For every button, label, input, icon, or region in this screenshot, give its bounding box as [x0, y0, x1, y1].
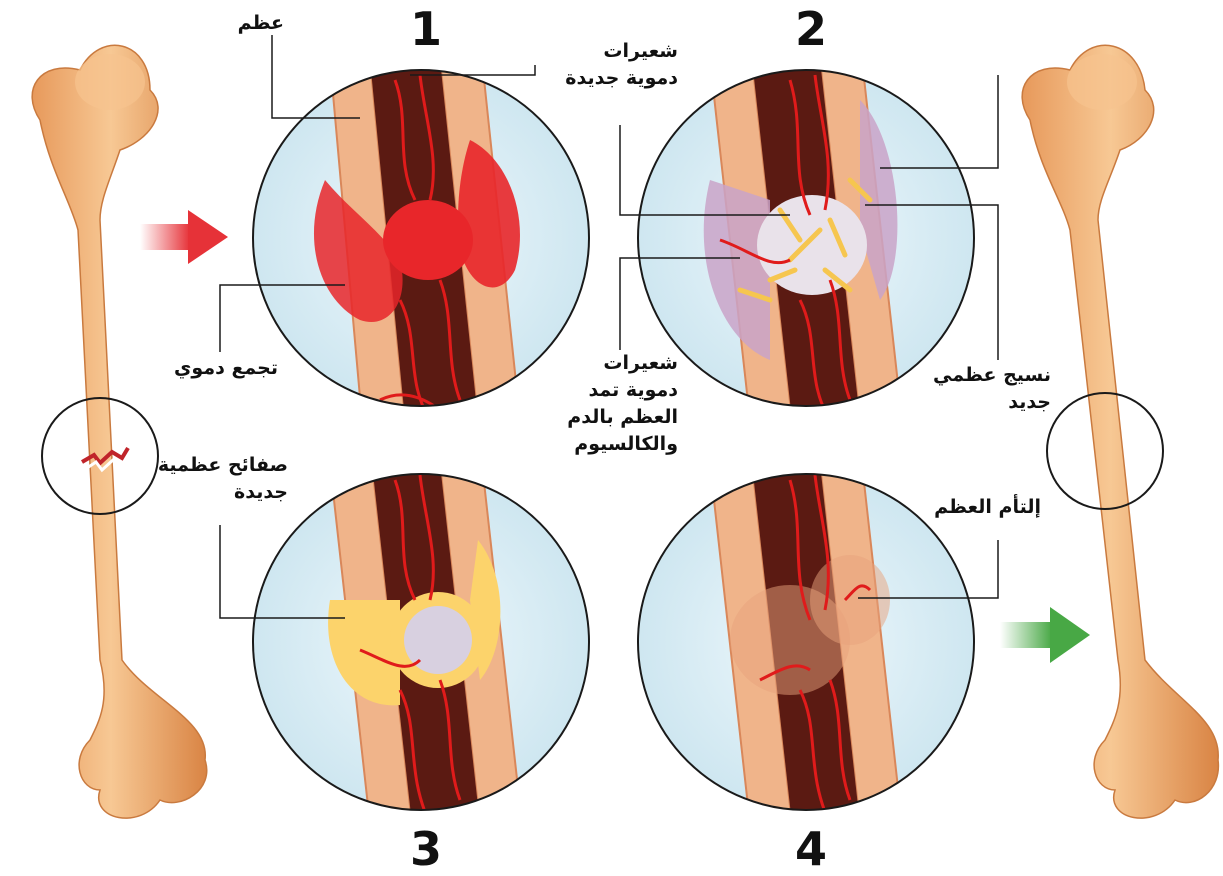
step-number-3: 3 [410, 822, 442, 876]
broken-bone-icon [32, 45, 207, 818]
green-arrow-icon [1000, 607, 1090, 663]
label-new-capillaries: شعيرات دموية جديدة [558, 38, 678, 92]
stage-2-lens [638, 60, 974, 420]
healed-bone-icon [1022, 45, 1218, 818]
stage-4-lens [638, 464, 974, 824]
label-capillaries-supply: شعيرات دموية تمد العظم بالدم والكالسيوم [548, 350, 678, 458]
stage-3-lens [253, 464, 589, 824]
step-number-1: 1 [410, 2, 442, 56]
label-bone-healing: إلتأم العظم [934, 494, 1041, 521]
label-blood-clot: تجمع دموي [174, 355, 278, 382]
label-new-bone-plates: صفائح عظمية جديدة [138, 452, 288, 506]
stage-1-lens [253, 60, 589, 420]
step-number-4: 4 [795, 822, 827, 876]
label-new-bone-tissue: نسيج عظمي جديد [926, 362, 1051, 416]
red-arrow-icon [140, 210, 228, 264]
label-bone: عظم [238, 10, 284, 37]
step-number-2: 2 [795, 2, 827, 56]
